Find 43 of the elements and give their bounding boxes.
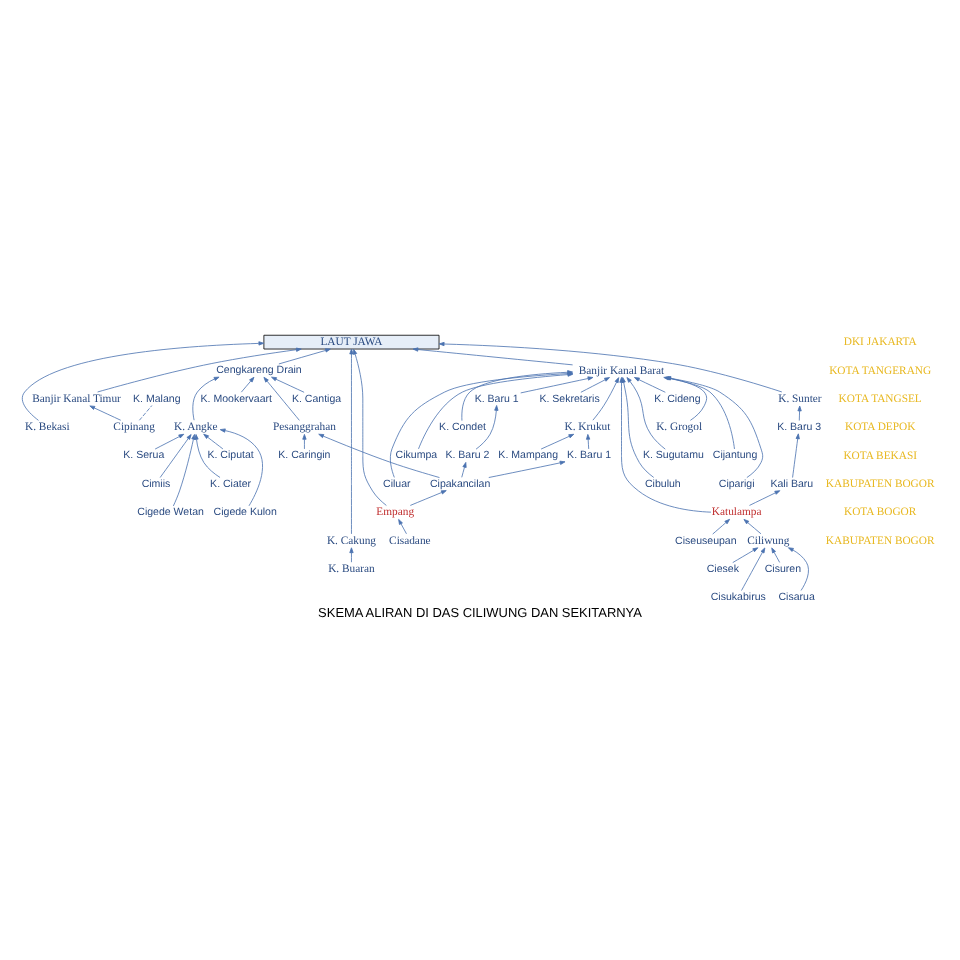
arrow [732,547,759,563]
arrow [271,376,305,393]
arrow [749,490,781,506]
arrow [412,347,573,366]
arrow [219,428,263,507]
arrow [771,547,781,563]
arrow [263,376,300,421]
arrow [192,376,220,421]
arrow [592,377,620,421]
arrow [792,433,800,478]
arrow [634,377,666,393]
connector [139,405,153,421]
arrow [712,518,731,535]
arrow [21,341,265,421]
arrow [194,434,221,478]
arrow [349,547,354,563]
arrow [89,405,122,421]
arrow [159,434,192,478]
arrow [438,341,783,393]
arrow [154,433,185,450]
arrow [349,348,354,535]
arrow [488,460,566,478]
arrow [540,433,575,450]
arrow [626,377,666,450]
arrow [240,376,255,393]
arrow [398,519,407,535]
arrow [520,376,594,394]
arrow [353,348,387,506]
arrow [461,462,467,478]
arrow [409,490,447,506]
arrow [475,405,499,450]
arrow [741,547,766,591]
arrow [586,434,591,450]
arrow [302,434,307,450]
arrow [788,547,809,591]
arrow [797,405,802,421]
arrow [580,377,610,393]
arrow [278,348,331,365]
arrow [172,434,196,507]
arrow [743,519,762,535]
arrow [203,433,224,450]
arrow [318,433,440,478]
arrow [97,347,302,393]
